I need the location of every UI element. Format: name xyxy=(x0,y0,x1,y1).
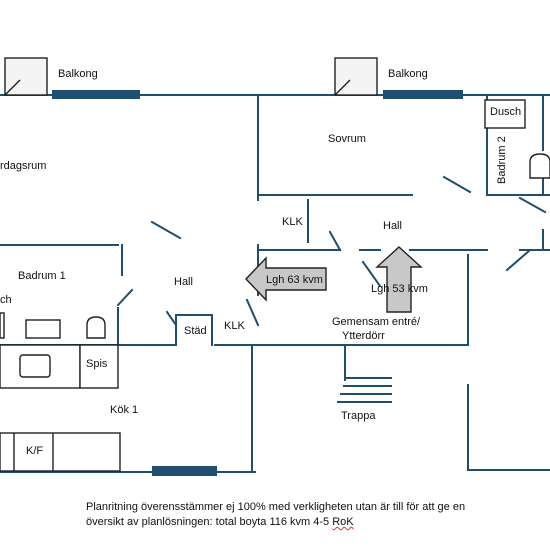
label-dusch-right: Dusch xyxy=(490,106,522,118)
label-kok1: Kök 1 xyxy=(110,404,139,416)
windows xyxy=(52,90,463,476)
label-vardagsrum: rdagsrum xyxy=(0,160,47,172)
disclaimer-line1: Planritning överensstämmer ej 100% med v… xyxy=(86,501,466,513)
label-balkong-right: Balkong xyxy=(388,68,428,80)
label-entre-line1: Gemensam entré/ xyxy=(332,316,421,328)
label-lgh53: Lgh 53 kvm xyxy=(371,283,428,295)
plan-disclaimer: Planritning överensstämmer ej 100% med v… xyxy=(86,500,526,530)
label-badrum1: Badrum 1 xyxy=(18,270,66,282)
label-klk-upper: KLK xyxy=(282,216,303,228)
disclaimer-line2-text: översikt av planlösningen: total boyta 1… xyxy=(86,516,333,528)
label-hall-left: Hall xyxy=(174,276,193,288)
label-hall-right: Hall xyxy=(383,220,402,232)
label-sovrum: Sovrum xyxy=(328,133,366,145)
doors xyxy=(116,175,547,346)
lgh63-arrow xyxy=(245,256,327,302)
label-stad: Städ xyxy=(184,325,207,337)
label-balkong-left: Balkong xyxy=(58,68,98,80)
fixtures xyxy=(0,99,550,472)
stairs xyxy=(337,377,392,403)
label-spis: Spis xyxy=(86,358,108,370)
label-dusch-left: ch xyxy=(0,294,12,306)
label-lgh63: Lgh 63 kvm xyxy=(266,274,323,286)
label-kf: K/F xyxy=(26,445,44,457)
disclaimer-rok: RoK xyxy=(332,516,354,528)
label-entre-line2: Ytterdörr xyxy=(342,330,385,342)
disclaimer-line2: översikt av planlösningen: total boyta 1… xyxy=(86,515,526,530)
label-klk-lower: KLK xyxy=(224,320,245,332)
balcony-doors xyxy=(4,57,378,96)
arrows xyxy=(245,246,423,313)
label-trappa: Trappa xyxy=(341,410,376,422)
lgh53-arrow xyxy=(375,246,423,313)
label-badrum2: Badrum 2 xyxy=(496,136,508,184)
